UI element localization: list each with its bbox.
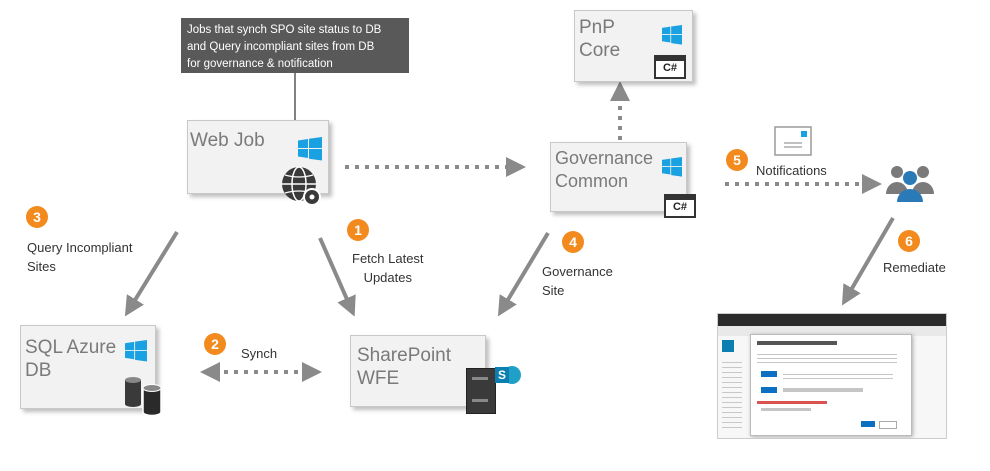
step-label-governance-site: Governance Site bbox=[542, 264, 613, 298]
step-badge-5: 5 bbox=[726, 149, 748, 171]
remediation-screenshot bbox=[717, 313, 947, 439]
sharepoint-wfe-label: SharePoint WFE bbox=[357, 345, 452, 389]
pnp-core-label: PnP Core bbox=[579, 17, 621, 61]
arrow-fetch-latest bbox=[318, 237, 356, 317]
envelope-icon bbox=[774, 126, 812, 156]
web-job-globe-gear-icon bbox=[282, 166, 321, 206]
web-job-box: Web Job bbox=[187, 120, 329, 194]
users-group-icon bbox=[886, 166, 934, 202]
sharepoint-icon-letter: S bbox=[495, 367, 509, 383]
windows-logo-icon bbox=[662, 25, 682, 45]
csharp-icon-text: C# bbox=[662, 62, 678, 74]
jobs-callout: Jobs that synch SPO site status to DB an… bbox=[181, 18, 409, 73]
governance-common-label: Governance Common bbox=[555, 148, 654, 191]
server-icon bbox=[466, 368, 496, 414]
database-icon bbox=[125, 377, 162, 417]
arrow-query-incompliant bbox=[124, 230, 179, 317]
step-badge-6: 6 bbox=[898, 230, 920, 252]
sharepoint-icon: S bbox=[495, 364, 521, 386]
windows-logo-icon bbox=[662, 157, 682, 177]
step-label-query-incompliant: Query Incompliant Sites bbox=[27, 240, 133, 274]
windows-logo-icon bbox=[298, 137, 322, 161]
step-badge-4: 4 bbox=[562, 231, 584, 253]
csharp-icon: C# bbox=[664, 194, 696, 218]
sharepoint-wfe-box: SharePoint WFE bbox=[350, 335, 486, 407]
web-job-label: Web Job bbox=[190, 130, 265, 151]
arrow-remediate bbox=[841, 216, 895, 306]
step-badge-3: 3 bbox=[26, 206, 48, 228]
step-label-notifications: Notifications bbox=[756, 163, 827, 178]
step-label-remediate: Remediate bbox=[883, 260, 946, 275]
windows-logo-icon bbox=[125, 340, 147, 362]
step-label-synch: Synch bbox=[241, 346, 278, 361]
arrow-governance-site bbox=[497, 231, 550, 317]
csharp-icon: C# bbox=[654, 55, 686, 79]
step-badge-2: 2 bbox=[204, 333, 226, 355]
csharp-icon-text: C# bbox=[672, 201, 688, 213]
pnp-core-box: PnP Core C# bbox=[574, 10, 693, 82]
sql-azure-db-label: SQL Azure DB bbox=[25, 337, 117, 381]
step-label-fetch-latest: Fetch Latest Updates bbox=[352, 251, 424, 285]
step-badge-1: 1 bbox=[347, 219, 369, 241]
